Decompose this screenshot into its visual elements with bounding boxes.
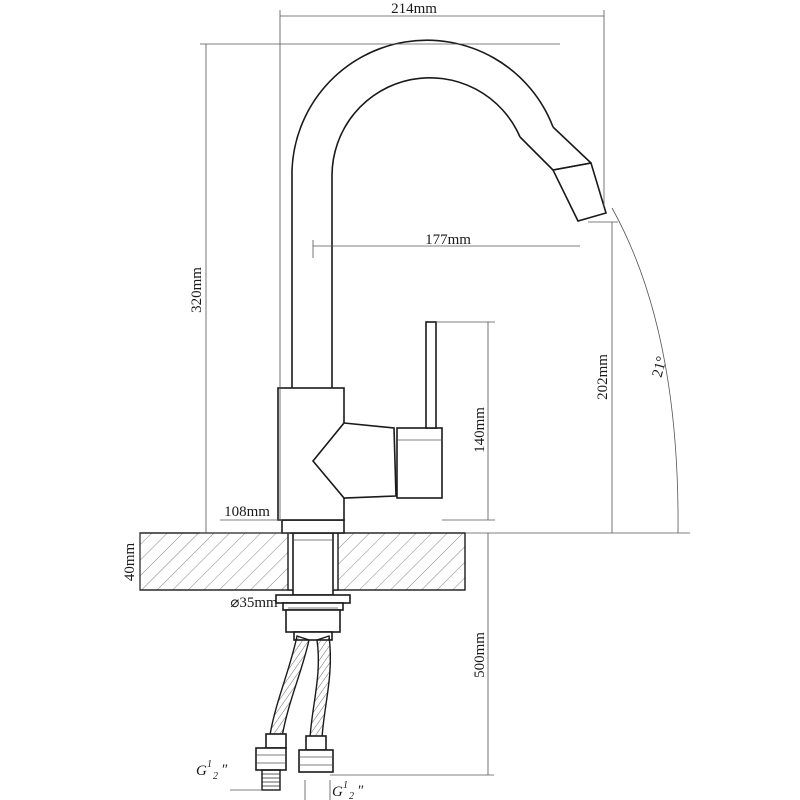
spout-reach-label: 177mm (425, 232, 471, 248)
countertop-thickness-label: 40mm (122, 543, 138, 582)
connector-right-prefix: G (332, 784, 343, 800)
connector-left-prefix: G (196, 763, 207, 779)
hose-right (309, 635, 332, 739)
handle-height-label: 140mm (472, 407, 488, 453)
connector-label-right: G 1 2 ″ (332, 780, 364, 800)
connector-right-den: 2 (349, 791, 354, 800)
hole-diameter-label: ⌀35mm (230, 595, 278, 611)
fitting-left (255, 733, 287, 791)
hose-left (269, 635, 310, 738)
spout-height-label: 202mm (595, 354, 611, 400)
swivel-angle-label: 21° (650, 355, 671, 379)
connector-left-suffix: ″ (221, 762, 228, 778)
handle (311, 321, 443, 499)
spout (291, 39, 607, 388)
dimension-lines (139, 10, 690, 800)
connector-left-den: 2 (213, 771, 218, 782)
base-diameter-label: 108mm (224, 504, 270, 520)
fitting-right (298, 735, 334, 773)
dimension-labels: 214mm 177mm 320mm 202mm 140mm 108mm 40mm… (122, 1, 671, 678)
connector-left-num: 1 (207, 759, 212, 770)
connector-label-left: G 1 2 ″ (196, 759, 228, 782)
hose-length-label: 500mm (472, 632, 488, 678)
overall-height-label: 320mm (189, 267, 205, 313)
connector-right-suffix: ″ (357, 783, 364, 799)
overall-width-label: 214mm (391, 1, 437, 17)
connector-right-num: 1 (343, 780, 348, 791)
